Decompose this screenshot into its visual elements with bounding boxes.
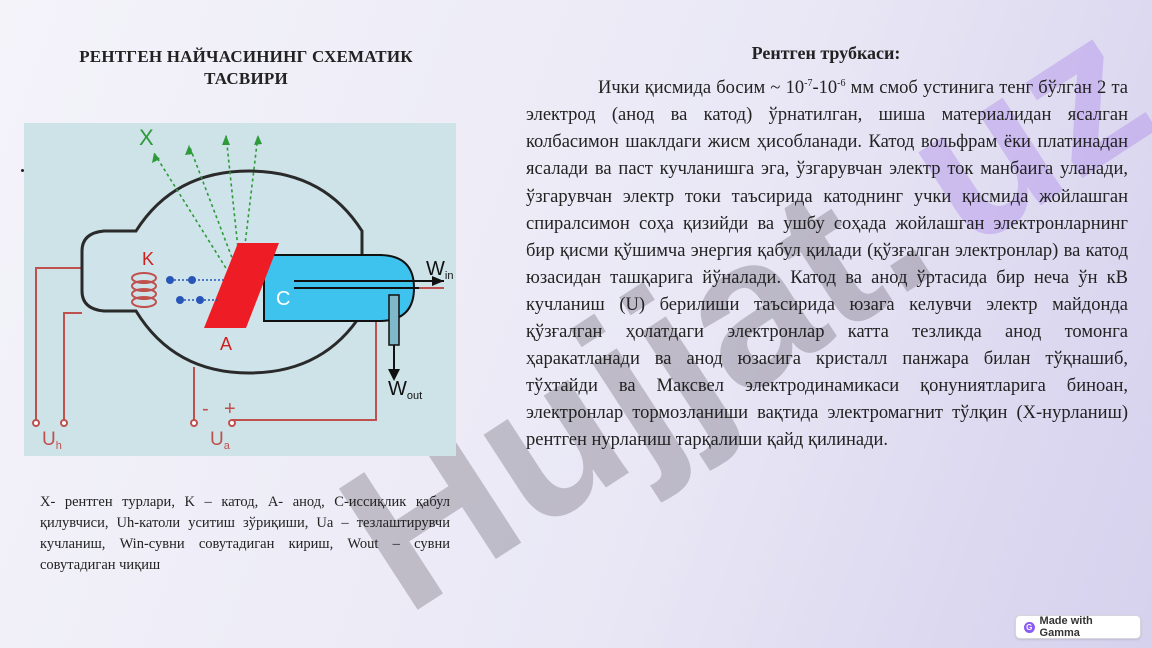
anode — [204, 243, 279, 328]
label-c: C — [276, 288, 290, 310]
made-with-gamma-button[interactable]: G Made with Gamma — [1015, 615, 1141, 639]
gamma-label: Made with Gamma — [1039, 615, 1093, 639]
label-uh: Uh — [42, 429, 62, 452]
diagram-caption: X- рентген турлари, K – катод, A- анод, … — [40, 494, 450, 573]
label-plus: + — [224, 398, 236, 420]
section-body: Ички қисмида босим ~ 10-7-10-6 мм смоб у… — [526, 78, 1128, 451]
xray-tube-diagram: X C A K Win Wout - + — [24, 123, 456, 456]
section-title: Рентген трубкаси: — [751, 43, 901, 63]
label-x: X — [139, 125, 154, 150]
xray-arrows — [152, 135, 262, 163]
label-k: K — [142, 249, 154, 269]
label-a: A — [220, 334, 232, 354]
bullet-dot — [21, 169, 24, 172]
gamma-logo-icon: G — [1024, 621, 1035, 633]
xray-lines — [153, 134, 259, 274]
label-ua: Ua — [210, 429, 231, 452]
label-win: Win — [426, 258, 453, 282]
terminals — [32, 419, 236, 427]
cathode-coil — [131, 272, 157, 308]
label-wout: Wout — [388, 378, 422, 402]
diagram-title: РЕНТГЕН НАЙЧАСИНИНГ СХЕМАТИК ТАСВИРИ — [79, 47, 413, 88]
label-minus: - — [202, 398, 209, 420]
